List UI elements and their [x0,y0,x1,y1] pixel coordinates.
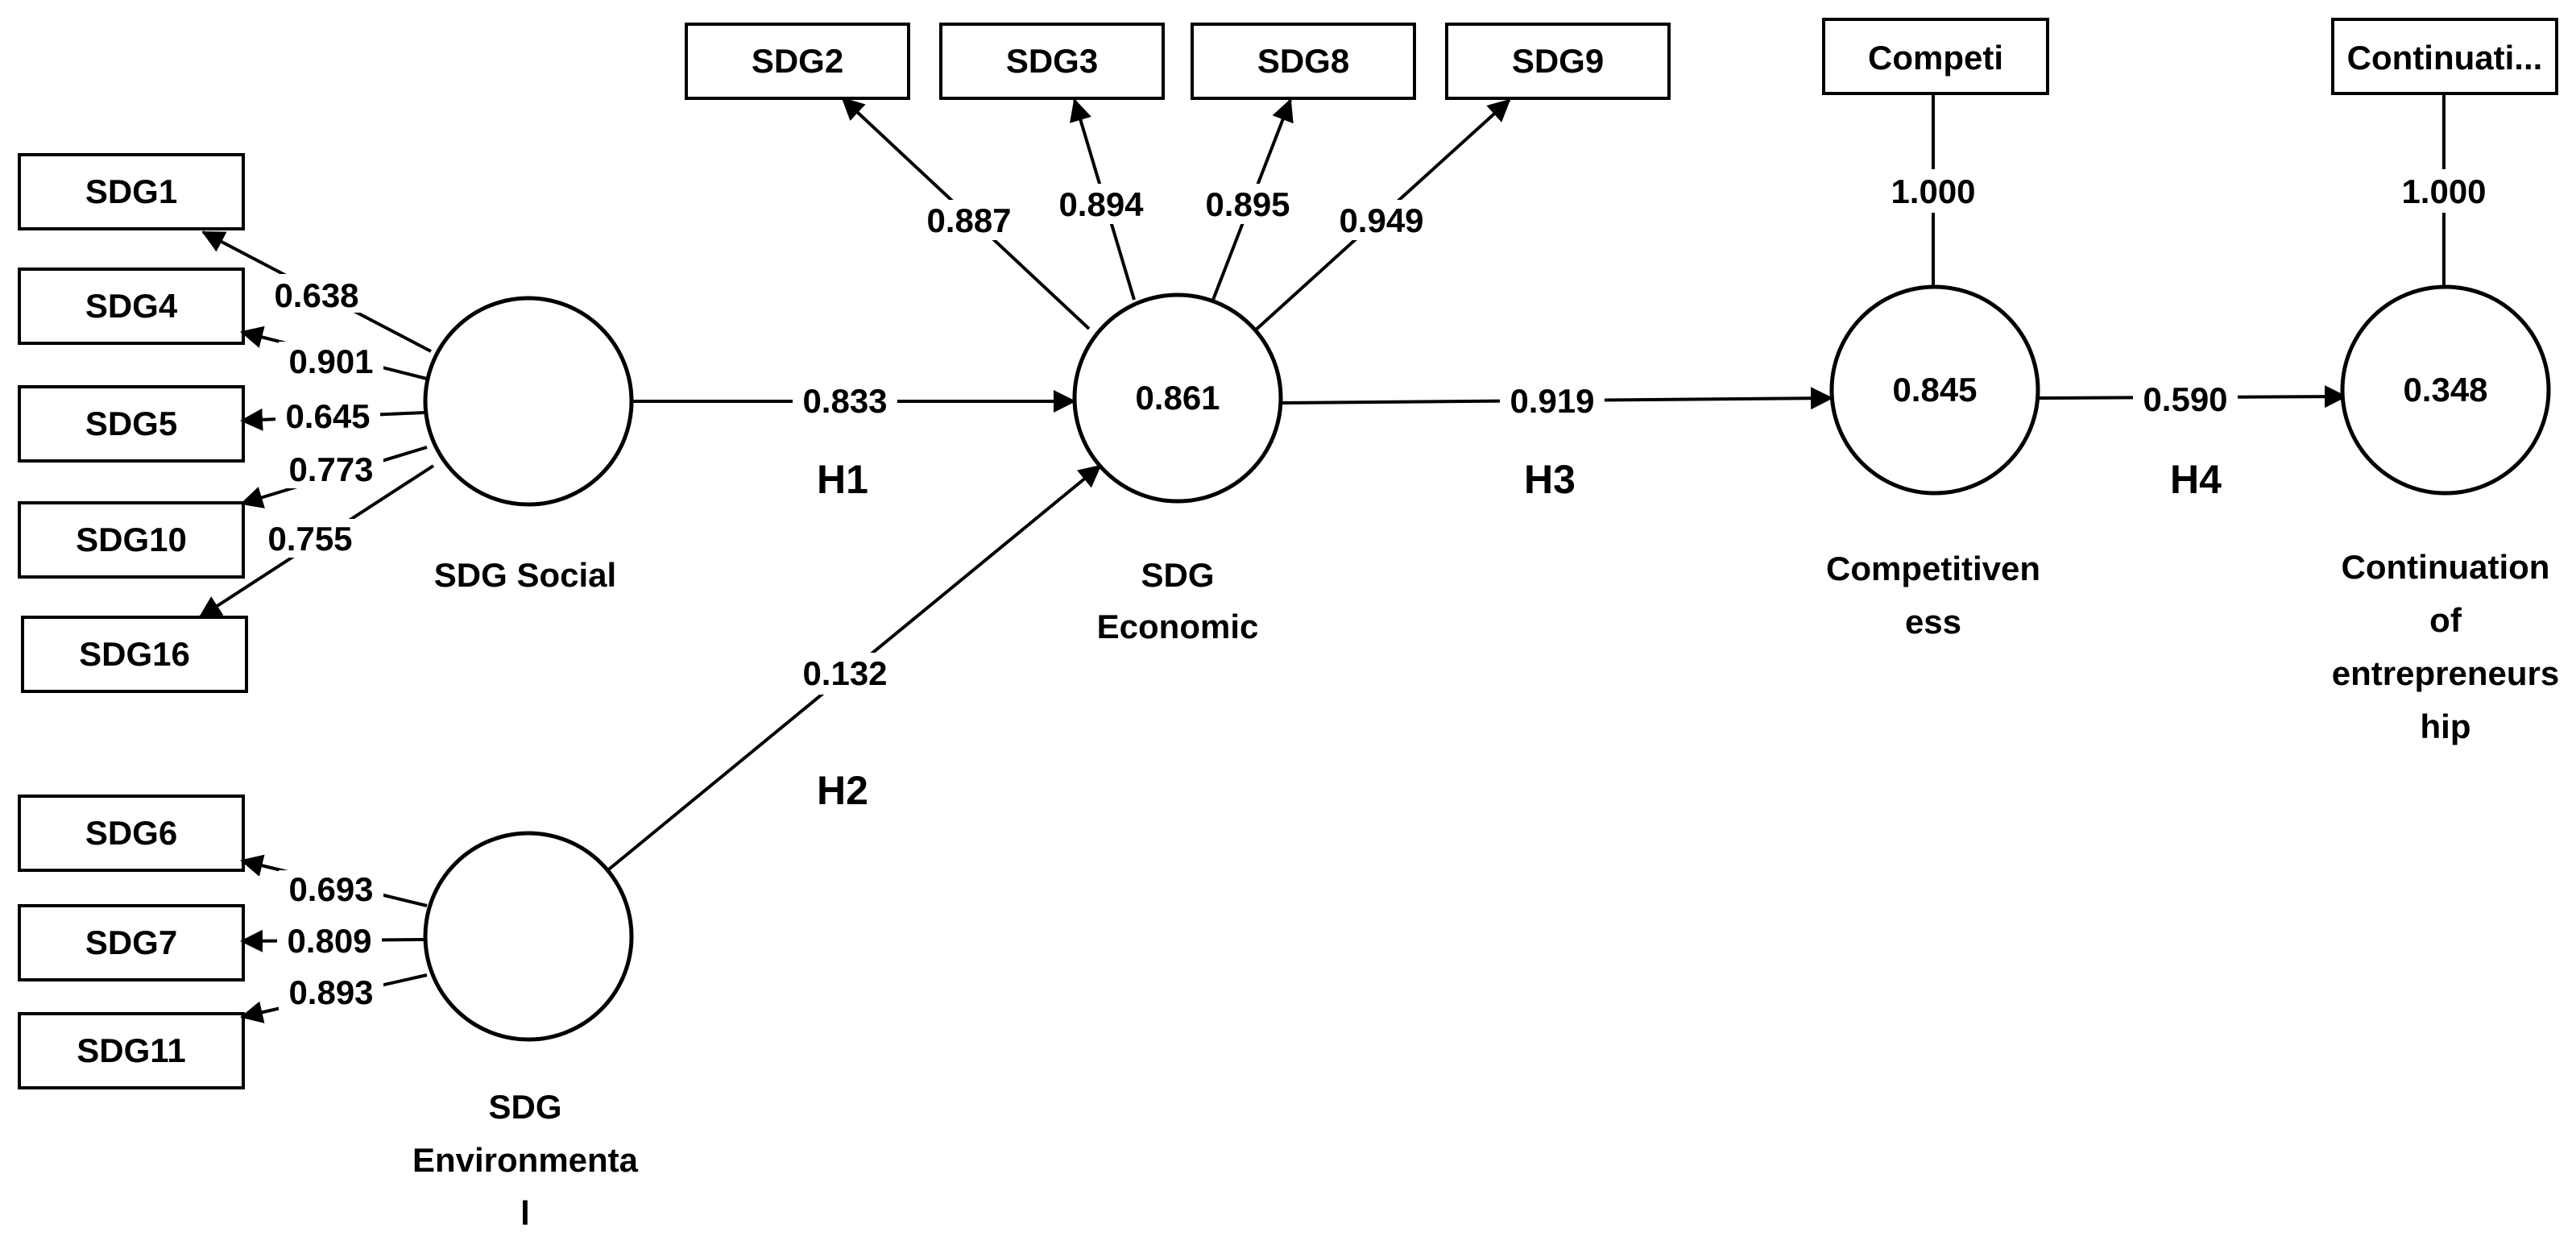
r2-continuation: 0.348 [2403,371,2487,409]
loading-label-sdg1: 0.638 [264,274,369,314]
svg-text:Competitiven: Competitiven [1826,550,2040,587]
indicator-continuation[interactable]: Continuati... [2331,18,2558,95]
path-h1-label: H1 [817,457,868,502]
indicator-sdg8[interactable]: SDG8 [1191,23,1416,100]
svg-text:0.693: 0.693 [288,870,373,908]
loading-label-sdg4: 0.901 [279,342,383,380]
indicator-sdg1[interactable]: SDG1 [18,153,245,230]
loading-label-sdg11: 0.893 [279,973,383,1012]
loading-label-continuation: 1.000 [2391,169,2497,213]
loading-label-sdg5: 0.645 [275,396,380,435]
svg-text:0.590: 0.590 [2143,380,2227,418]
loading-label-sdg3: 0.894 [1049,184,1153,224]
svg-text:SDG1: SDG1 [85,172,177,210]
loading-label-sdg6: 0.693 [279,870,383,909]
svg-text:entrepreneurs: entrepreneurs [2332,654,2559,692]
svg-text:0.895: 0.895 [1205,185,1290,223]
svg-text:ess: ess [1905,603,1961,641]
svg-text:Continuation: Continuation [2342,548,2550,586]
svg-text:l: l [520,1194,530,1232]
path-h4-label: H4 [2170,457,2222,502]
indicator-sdg4[interactable]: SDG4 [18,268,245,345]
svg-text:0.645: 0.645 [285,397,370,435]
path-h3-label: H3 [1524,457,1576,502]
loading-label-competi: 1.000 [1880,169,1986,213]
indicator-sdg7[interactable]: SDG7 [18,904,245,981]
svg-text:SDG10: SDG10 [76,521,187,558]
path-h1-coefficient: 0.833 [793,380,897,422]
svg-text:0.773: 0.773 [288,450,373,488]
construct-name-sdg-economic: SDG Economic [1097,556,1259,645]
indicator-sdg16[interactable]: SDG16 [21,616,248,693]
indicator-sdg5[interactable]: SDG5 [18,385,245,463]
svg-text:SDG2: SDG2 [752,42,843,80]
svg-text:SDG7: SDG7 [85,923,177,961]
loading-label-sdg16: 0.755 [258,519,362,558]
path-h2-coefficient: 0.132 [793,653,897,695]
svg-text:of: of [2429,601,2462,639]
indicator-sdg10[interactable]: SDG10 [18,501,245,579]
r2-sdg-economic: 0.861 [1135,379,1220,417]
indicator-sdg3[interactable]: SDG3 [939,23,1165,100]
svg-text:0.887: 0.887 [926,201,1011,239]
indicator-sdg11[interactable]: SDG11 [18,1012,245,1089]
construct-name-sdg-environmental: SDG Environmenta l [412,1088,639,1232]
svg-text:0.893: 0.893 [288,973,373,1011]
svg-text:0.755: 0.755 [267,520,352,558]
svg-text:0.132: 0.132 [802,654,887,692]
construct-name-sdg-social: SDG Social [434,556,616,594]
indicator-sdg9[interactable]: SDG9 [1445,23,1671,100]
path-h2-label: H2 [817,768,868,813]
svg-text:SDG: SDG [1141,556,1214,594]
svg-text:hip: hip [2421,707,2471,745]
svg-text:0.833: 0.833 [802,382,887,420]
svg-text:SDG11: SDG11 [77,1031,185,1069]
svg-text:1.000: 1.000 [1891,172,1975,210]
construct-continuation[interactable]: 0.348 [2340,284,2551,496]
loading-label-sdg9: 0.949 [1329,200,1434,240]
construct-name-competitiveness: Competitiven ess [1826,550,2040,641]
r2-competitiveness: 0.845 [1892,371,1977,409]
svg-text:Environmenta: Environmenta [412,1141,639,1179]
construct-sdg-environmental[interactable] [423,831,634,1042]
svg-text:0.638: 0.638 [274,276,358,314]
svg-text:SDG5: SDG5 [85,405,177,442]
construct-competitiveness[interactable]: 0.845 [1829,284,2040,496]
construct-name-continuation: Continuation of entrepreneurs hip [2332,548,2559,745]
svg-text:SDG6: SDG6 [85,814,177,852]
path-h3-coefficient: 0.919 [1500,380,1605,422]
svg-text:SDG4: SDG4 [85,287,178,325]
loading-label-sdg7: 0.809 [277,922,382,961]
svg-text:Economic: Economic [1097,608,1259,645]
svg-text:0.901: 0.901 [288,342,373,380]
svg-text:SDG3: SDG3 [1006,42,1098,80]
svg-text:0.919: 0.919 [1510,382,1594,420]
construct-sdg-social[interactable] [423,296,634,507]
svg-text:SDG16: SDG16 [79,635,190,673]
svg-text:SDG9: SDG9 [1512,42,1604,80]
svg-text:Competi: Competi [1868,39,2003,77]
loading-label-sdg2: 0.887 [917,200,1021,240]
construct-sdg-economic[interactable]: 0.861 [1072,293,1283,504]
svg-text:0.894: 0.894 [1058,185,1144,223]
svg-text:1.000: 1.000 [2401,172,2486,210]
loading-label-sdg10: 0.773 [279,450,383,488]
indicator-competi[interactable]: Competi [1822,18,2049,95]
svg-text:Continuati...: Continuati... [2347,39,2543,77]
svg-text:SDG: SDG [488,1088,561,1126]
indicator-sdg2[interactable]: SDG2 [685,23,910,100]
svg-text:0.809: 0.809 [287,922,371,960]
svg-text:0.949: 0.949 [1339,201,1423,239]
svg-text:SDG8: SDG8 [1257,42,1349,80]
loading-label-sdg8: 0.895 [1195,184,1300,224]
indicator-sdg6[interactable]: SDG6 [18,795,245,872]
path-h4-coefficient: 0.590 [2133,379,2238,421]
